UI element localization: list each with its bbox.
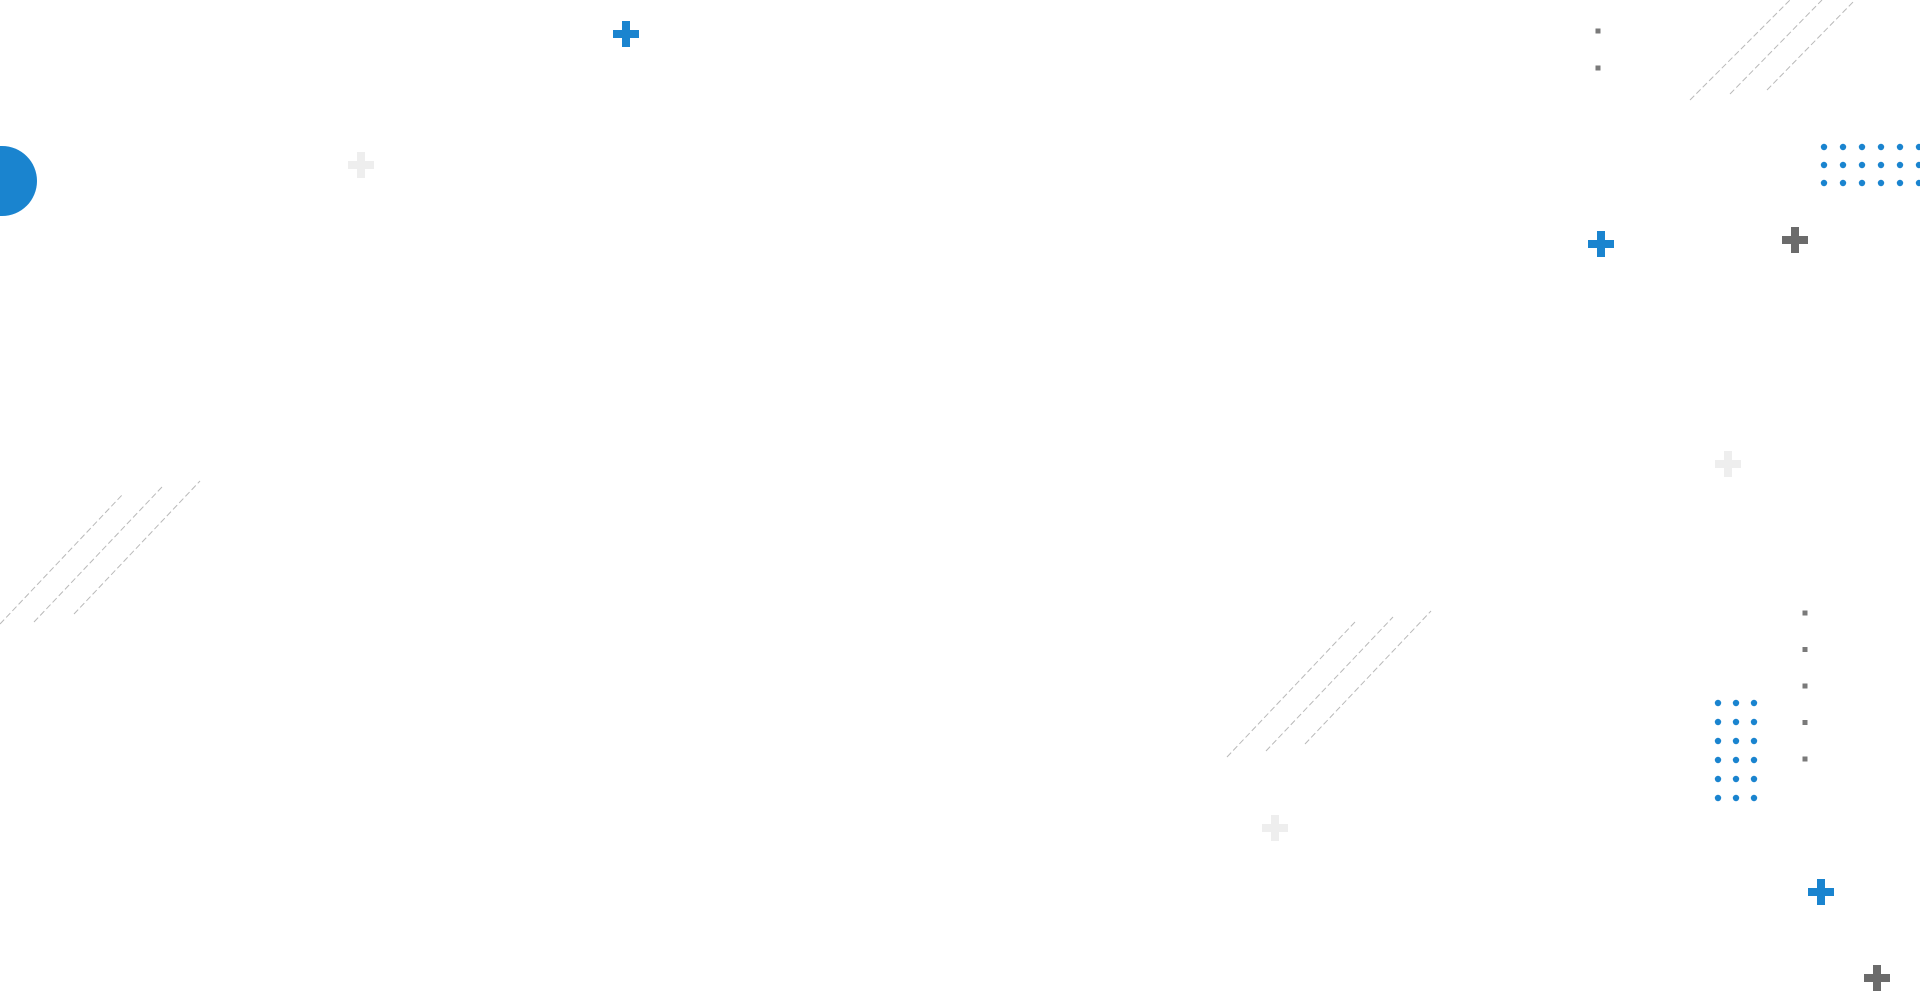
- diagonal-dashed-lines-icon: [1226, 621, 1356, 758]
- dot-icon: [1877, 179, 1885, 187]
- dot-icon: [1750, 737, 1758, 745]
- dot-icon: [1732, 718, 1740, 726]
- plus-cross-icon: [1262, 815, 1288, 841]
- dot-icon: [1877, 161, 1885, 169]
- square-dot-icon: [1802, 610, 1808, 616]
- square-dot-icon: [1595, 28, 1601, 34]
- diagonal-dashed-lines-icon: [1265, 616, 1394, 752]
- dot-icon: [1732, 775, 1740, 783]
- dot-icon: [1750, 699, 1758, 707]
- dot-icon: [1750, 794, 1758, 802]
- dot-icon: [1732, 756, 1740, 764]
- square-dot-icon: [1802, 720, 1808, 725]
- plus-cross-icon: [1864, 965, 1890, 991]
- dot-icon: [1714, 737, 1722, 745]
- dot-icon: [1732, 794, 1740, 802]
- diagonal-dashed-lines-icon: [1304, 610, 1432, 745]
- dot-icon: [1915, 161, 1920, 169]
- dot-icon: [1858, 161, 1866, 169]
- plus-cross-icon: [613, 21, 639, 47]
- dot-icon: [1896, 161, 1904, 169]
- square-dot-icon: [1802, 756, 1808, 762]
- half-circle-icon: [0, 146, 37, 216]
- plus-cross-icon: [1808, 879, 1834, 905]
- dot-icon: [1750, 775, 1758, 783]
- dot-icon: [1750, 756, 1758, 764]
- dot-icon: [1915, 179, 1920, 187]
- square-dot-icon: [1802, 647, 1808, 652]
- dot-icon: [1820, 161, 1828, 169]
- plus-cross-icon: [1782, 227, 1808, 253]
- dot-icon: [1839, 161, 1847, 169]
- dot-icon: [1714, 756, 1722, 764]
- diagonal-dashed-lines-icon: [1766, 0, 1856, 91]
- dot-icon: [1750, 718, 1758, 726]
- dot-icon: [1714, 718, 1722, 726]
- plus-cross-icon: [1715, 451, 1741, 477]
- dot-icon: [1732, 737, 1740, 745]
- dot-icon: [1732, 699, 1740, 707]
- plus-cross-icon: [348, 152, 374, 178]
- dot-icon: [1858, 179, 1866, 187]
- square-dot-icon: [1595, 65, 1601, 71]
- dot-icon: [1820, 143, 1828, 151]
- dot-icon: [1714, 775, 1722, 783]
- dot-icon: [1839, 179, 1847, 187]
- dot-icon: [1714, 794, 1722, 802]
- diagonal-dashed-lines-icon: [1729, 0, 1823, 95]
- diagonal-dashed-lines-icon: [73, 480, 201, 615]
- diagonal-dashed-lines-icon: [1689, 0, 1791, 101]
- square-dot-icon: [1802, 683, 1808, 689]
- dot-icon: [1714, 699, 1722, 707]
- dot-icon: [1839, 143, 1847, 151]
- dot-icon: [1820, 179, 1828, 187]
- dot-icon: [1896, 179, 1904, 187]
- diagonal-dashed-lines-icon: [33, 486, 163, 623]
- dot-icon: [1877, 143, 1885, 151]
- dot-icon: [1858, 143, 1866, 151]
- dot-icon: [1915, 143, 1920, 151]
- dot-icon: [1896, 143, 1904, 151]
- diagonal-dashed-lines-icon: [0, 493, 124, 625]
- plus-cross-icon: [1588, 231, 1614, 257]
